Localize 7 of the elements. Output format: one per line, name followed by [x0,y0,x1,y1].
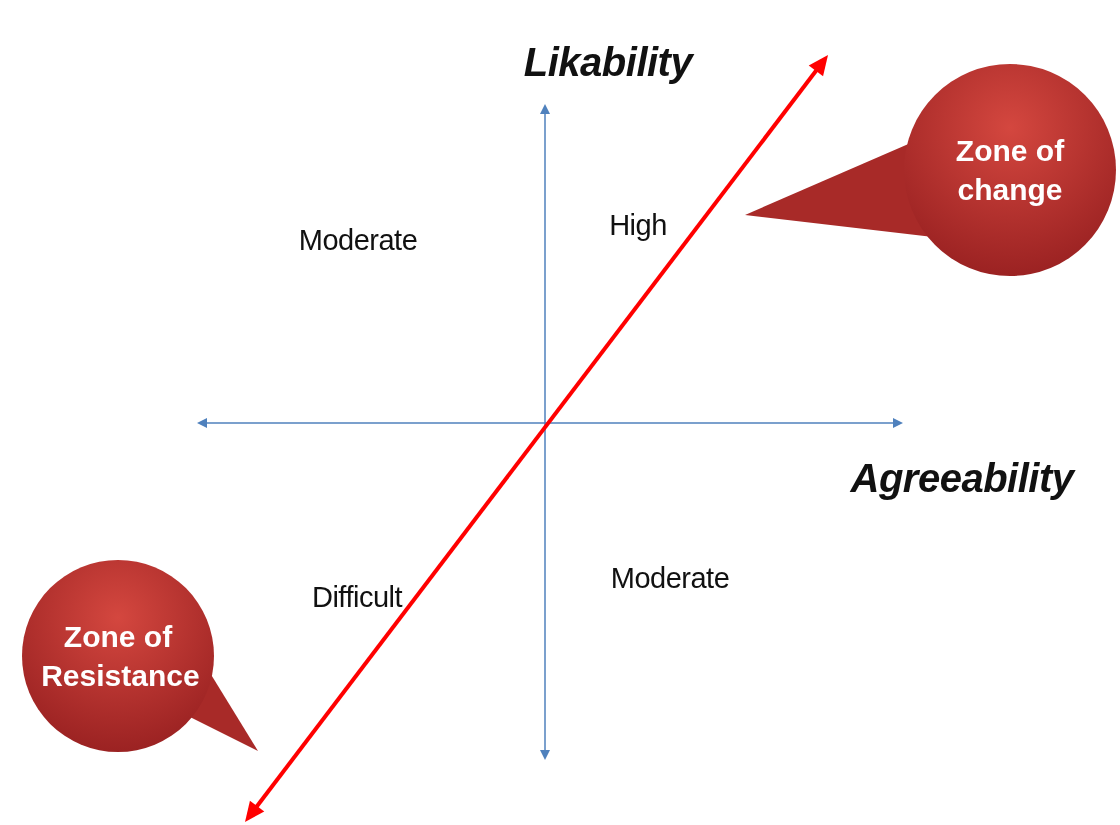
axis-title: Likability [523,39,693,85]
quadrant-label: High [609,208,667,242]
quadrant-label: Moderate [298,223,418,257]
quadrant-label: Difficult [311,580,403,614]
callout-text: Zone of change [954,133,1066,208]
quadrant-label: Moderate [610,561,730,595]
axis-title: Agreeability [850,455,1074,501]
